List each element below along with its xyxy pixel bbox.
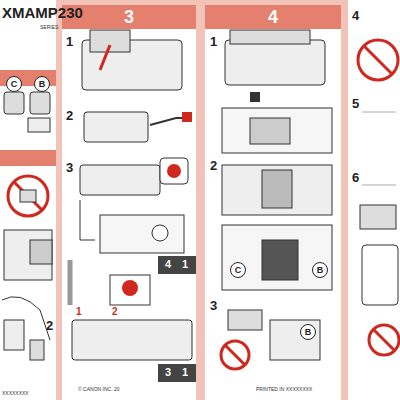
- section-panel: 3: [62, 5, 196, 400]
- goto-section: 3: [165, 366, 171, 378]
- step-number: 6: [352, 170, 359, 185]
- cartridge-letter: B: [312, 262, 328, 278]
- code-note: XXXXXXXX: [2, 390, 29, 396]
- printed-in-note: PRINTED IN XXXXXXXX: [256, 386, 312, 392]
- goto-step: 1: [182, 366, 188, 378]
- goto-step: 1: [182, 258, 188, 270]
- step-number: 1: [210, 34, 217, 49]
- step-number: 3: [66, 160, 73, 175]
- callout-number: 2: [46, 318, 53, 333]
- series-text: SERIES: [40, 24, 58, 30]
- goto-section: 4: [165, 258, 171, 270]
- section-number: 4: [205, 5, 341, 29]
- cartridge-letter: C: [6, 76, 22, 92]
- step-number: 1: [66, 34, 73, 49]
- cartridge-letter: C: [230, 262, 246, 278]
- callout-number: 2: [112, 306, 118, 317]
- step-number: 4: [352, 8, 359, 23]
- section-panel: 4: [205, 5, 341, 400]
- callout-number: 1: [76, 306, 82, 317]
- step-number: 3: [210, 298, 217, 313]
- product-name: XMAMP230: [2, 4, 83, 21]
- cartridge-letter: B: [34, 76, 50, 92]
- step-number: 5: [352, 96, 359, 111]
- cartridge-letter: B: [300, 324, 316, 340]
- step-number: 2: [210, 158, 217, 173]
- step-number: 2: [66, 108, 73, 123]
- copyright-note: © CANON INC. 20: [78, 386, 119, 392]
